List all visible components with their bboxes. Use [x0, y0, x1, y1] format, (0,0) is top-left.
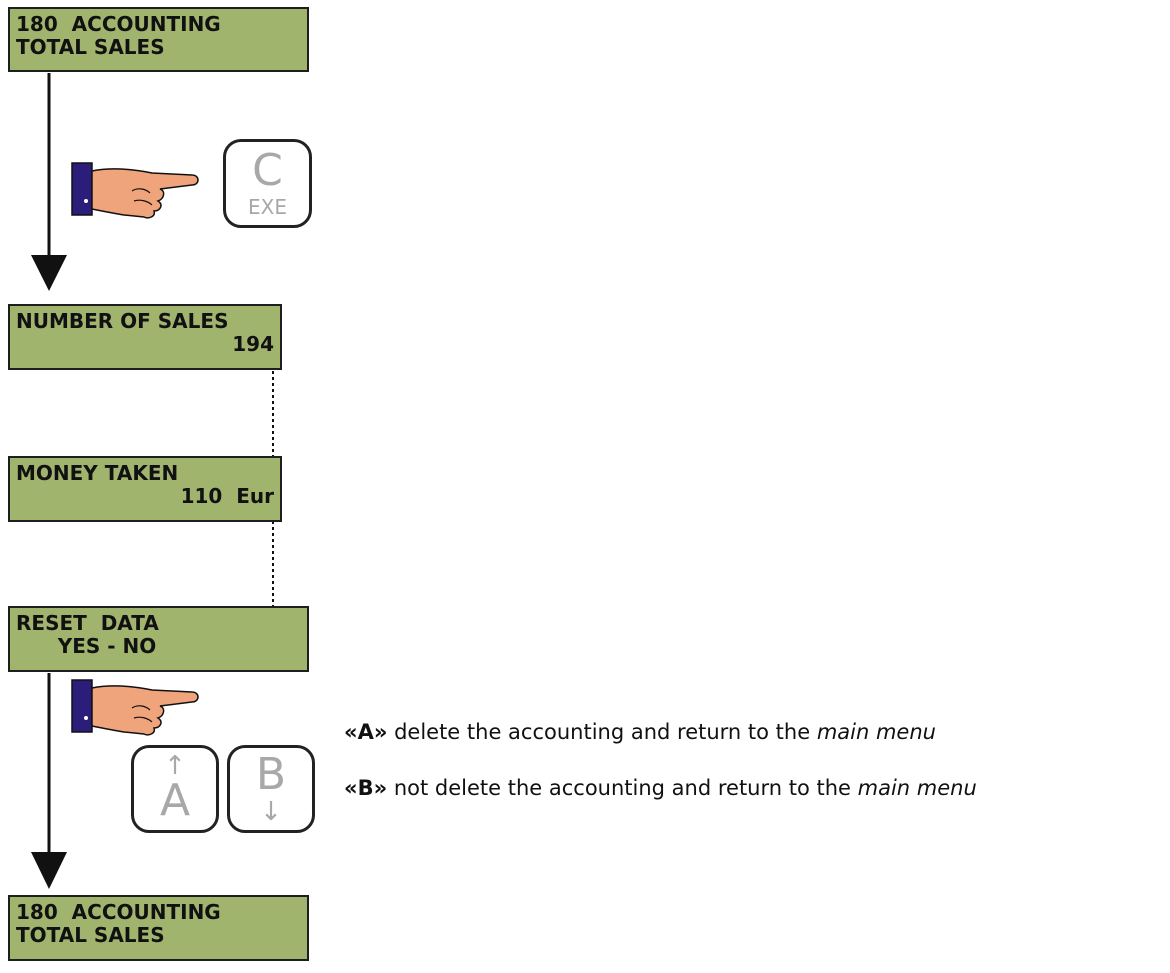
description-a: «A» delete the accounting and return to …	[344, 720, 936, 744]
up-arrow-icon: ↑	[164, 751, 186, 781]
lcd-screen-number-of-sales: NUMBER OF SALES 194	[8, 304, 282, 370]
description-b: «B» not delete the accounting and return…	[344, 776, 977, 800]
key-b[interactable]: B ↓	[227, 745, 315, 833]
arrowhead-top	[31, 255, 67, 291]
lcd-line-1: RESET DATA	[16, 611, 159, 635]
down-arrow-icon: ↓	[260, 797, 282, 827]
key-exe-label: EXE	[248, 195, 287, 219]
description-key: «B»	[344, 776, 388, 800]
description-text: not delete the accounting and return to …	[387, 776, 858, 800]
lcd-line-1: 180 ACCOUNTING	[16, 12, 221, 36]
key-a-label: A	[159, 775, 191, 826]
lcd-line-1: MONEY TAKEN	[16, 461, 179, 485]
key-a[interactable]: ↑ A	[131, 745, 219, 833]
lcd-line-2: YES - NO	[16, 634, 157, 658]
pointing-hand-icon	[71, 679, 199, 736]
lcd-line-2: 194	[232, 332, 274, 356]
key-b-label: B	[255, 749, 287, 800]
key-c-exe[interactable]: C EXE	[223, 139, 312, 228]
description-emphasis: main menu	[816, 720, 936, 744]
lcd-line-2: TOTAL SALES	[16, 923, 165, 947]
lcd-screen-accounting-bottom: 180 ACCOUNTING TOTAL SALES	[8, 895, 309, 961]
lcd-line-2: TOTAL SALES	[16, 35, 165, 59]
key-c-label: C	[252, 145, 283, 196]
description-emphasis: main menu	[857, 776, 977, 800]
description-text: delete the accounting and return to the	[387, 720, 817, 744]
lcd-line-1: NUMBER OF SALES	[16, 309, 229, 333]
lcd-screen-accounting-top: 180 ACCOUNTING TOTAL SALES	[8, 7, 309, 72]
lcd-line-1: 180 ACCOUNTING	[16, 900, 221, 924]
description-key: «A»	[344, 720, 388, 744]
lcd-line-2: 110 Eur	[180, 484, 274, 508]
arrowhead-bottom	[31, 852, 67, 889]
lcd-screen-money-taken: MONEY TAKEN 110 Eur	[8, 456, 282, 522]
pointing-hand-icon	[71, 162, 199, 219]
lcd-screen-reset-data: RESET DATA YES - NO	[8, 606, 309, 672]
